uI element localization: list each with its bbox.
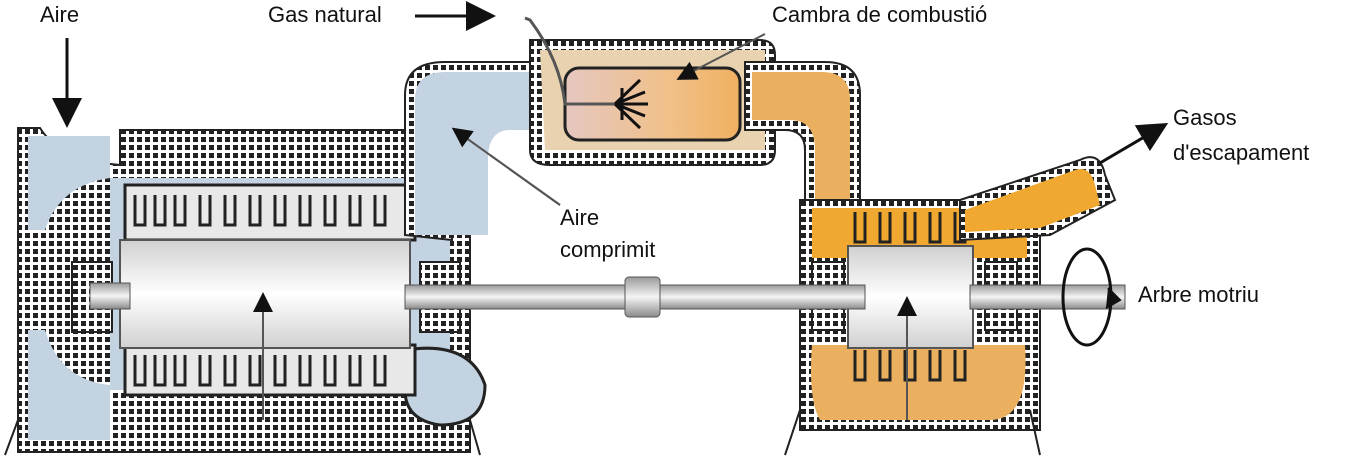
label-exhaust-1: Gasos (1173, 105, 1237, 130)
shaft-output (969, 284, 1126, 310)
compressed-air-leader-2 (489, 154, 561, 206)
label-compressed-2: comprimit (560, 237, 655, 262)
fuel-injector (524, 16, 615, 106)
exhaust-arrow (1099, 122, 1169, 165)
turbine-rotor (847, 245, 974, 349)
turbine-blades-bottom (853, 350, 967, 382)
chamber-leader (676, 33, 766, 80)
label-air-in: Aire (40, 2, 79, 27)
label-chamber: Cambra de combustió (772, 2, 987, 27)
compressor-outlet-bulb (403, 346, 487, 427)
compressor-intake-air (28, 136, 110, 230)
label-gas: Gas natural (268, 2, 382, 27)
rotation-arrowhead-icon (1105, 287, 1122, 309)
compressor-bottom-air (28, 330, 110, 440)
turbine-legs (784, 409, 1041, 456)
exhaust-gas (965, 169, 1100, 232)
shaft-coupling (624, 276, 661, 318)
compressor-blades-top (123, 183, 417, 242)
combustion-chamber (524, 16, 776, 166)
hot-duct-gas (752, 72, 850, 230)
turbine-blades-top (853, 212, 967, 244)
riser-duct-air (415, 72, 552, 235)
label-exhaust-2: d'escapament (1173, 140, 1309, 165)
compressor-blades-bottom (123, 343, 417, 397)
compressor-legs (4, 419, 481, 456)
flame-icon (613, 78, 648, 130)
turbine-gas-bottom (811, 345, 1026, 420)
shaft-left-stub (89, 282, 131, 310)
label-compressed-1: Aire (560, 205, 599, 230)
drive-shaft (89, 276, 1126, 318)
label-shaft: Arbre motriu (1138, 282, 1259, 307)
compressor-rotor (119, 239, 411, 349)
compressor (4, 127, 487, 456)
